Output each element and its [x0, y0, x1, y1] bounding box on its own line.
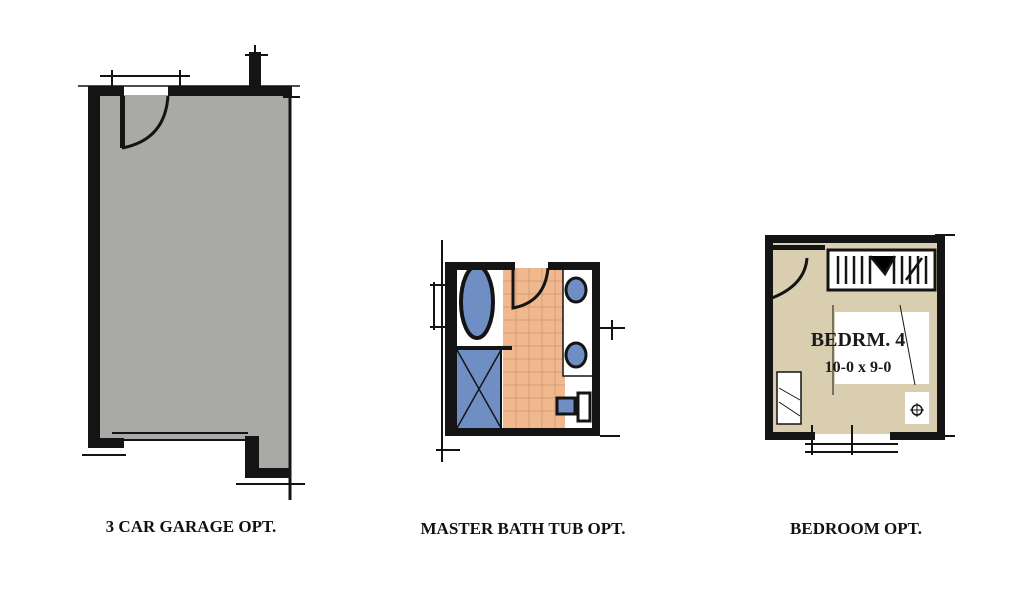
garage-wall-left — [88, 86, 100, 448]
room-name: BEDRM. 4 — [811, 329, 905, 351]
garage-caption: 3 CAR GARAGE OPT. — [105, 517, 277, 536]
bath-caption: MASTER BATH TUB OPT. — [420, 519, 626, 538]
bedroom-caption: BEDROOM OPT. — [790, 519, 922, 538]
toilet — [555, 396, 577, 416]
garage-door-swing — [121, 95, 170, 150]
room-size: 10-0 x 9-0 — [825, 359, 892, 376]
sink — [564, 341, 588, 369]
garage-door-leaf — [120, 96, 125, 148]
garage-floor — [100, 95, 290, 470]
bath-plan — [430, 240, 625, 462]
bed — [835, 312, 929, 384]
bathtub — [459, 264, 495, 340]
bedroom-plan: BEDRM. 4 10-0 x 9-0 — [765, 234, 955, 455]
garage-plan — [78, 45, 305, 500]
sink — [564, 276, 588, 304]
